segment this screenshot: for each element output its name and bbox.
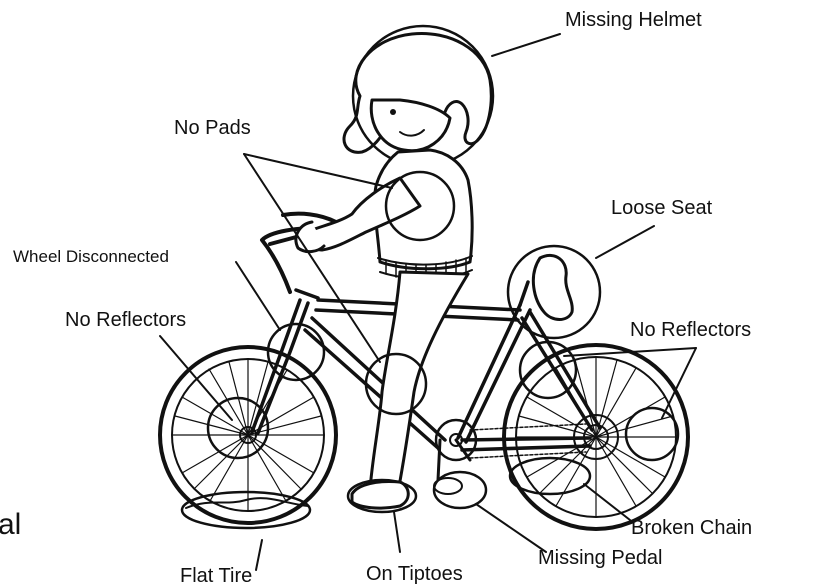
rear-reflector-circle-top: [520, 342, 576, 398]
label-no-reflectors-right: No Reflectors: [630, 319, 751, 341]
label-on-tiptoes: On Tiptoes: [366, 563, 463, 585]
rear-reflector-circle-side: [626, 408, 678, 460]
label-missing-pedal: Missing Pedal: [538, 547, 663, 569]
label-cut-off-text: al: [0, 508, 21, 541]
label-wheel-disconnected: Wheel Disconnected: [13, 247, 169, 266]
seat-shape: [533, 255, 572, 319]
label-flat-tire: Flat Tire: [180, 565, 252, 587]
front-wheel: [160, 347, 336, 523]
crank: [434, 420, 586, 494]
label-broken-chain: Broken Chain: [631, 517, 752, 539]
label-no-reflectors-left: No Reflectors: [65, 309, 186, 331]
label-no-pads: No Pads: [174, 117, 251, 139]
label-missing-helmet: Missing Helmet: [565, 9, 702, 31]
label-loose-seat: Loose Seat: [611, 197, 713, 219]
child-illustration: [296, 26, 493, 508]
rear-wheel: [504, 345, 688, 529]
